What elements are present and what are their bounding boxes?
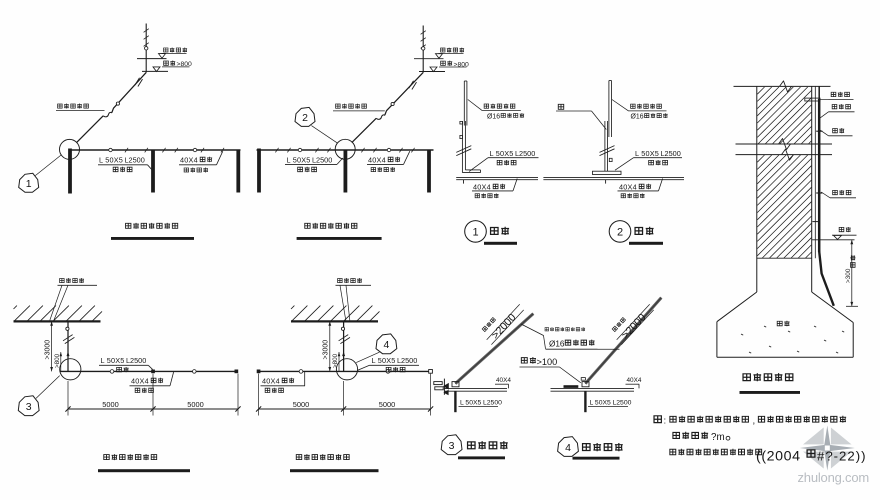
- svg-text:5000: 5000: [293, 400, 309, 409]
- svg-text:L2500: L2500: [613, 400, 632, 407]
- svg-text:L2500: L2500: [312, 156, 332, 165]
- svg-text:L2500: L2500: [126, 356, 146, 365]
- svg-text:L2500: L2500: [125, 156, 145, 165]
- svg-text:3: 3: [26, 401, 32, 413]
- svg-text:zhulong.com: zhulong.com: [798, 470, 870, 485]
- svg-text:L 50X5: L 50X5: [635, 149, 659, 158]
- svg-text:1: 1: [26, 178, 32, 190]
- svg-text:L 50X5: L 50X5: [460, 400, 482, 407]
- svg-text:40X4: 40X4: [131, 376, 149, 385]
- svg-text:L 50X5: L 50X5: [99, 156, 123, 165]
- svg-text:40X4: 40X4: [473, 182, 491, 191]
- svg-text:Ø16: Ø16: [487, 113, 500, 120]
- svg-text:L 50X5: L 50X5: [590, 400, 612, 407]
- svg-text:2: 2: [302, 112, 308, 124]
- svg-text:>800: >800: [177, 61, 193, 68]
- svg-text:((2004: ((2004: [756, 449, 801, 465]
- svg-text:40X4: 40X4: [262, 376, 280, 385]
- svg-text:>800: >800: [454, 61, 470, 68]
- svg-text:40X4: 40X4: [368, 156, 386, 165]
- svg-text:40X4: 40X4: [619, 182, 637, 191]
- svg-text:?m: ?m: [711, 432, 725, 443]
- svg-text:1: 1: [472, 226, 478, 238]
- svg-text:>3000: >3000: [323, 340, 330, 360]
- svg-text:5000: 5000: [379, 400, 395, 409]
- svg-text:L 50X5: L 50X5: [287, 156, 311, 165]
- svg-text:L2500: L2500: [397, 356, 417, 365]
- svg-text:>800: >800: [54, 353, 61, 368]
- svg-text:L 50X5: L 50X5: [490, 149, 514, 158]
- svg-text:>300: >300: [845, 268, 852, 283]
- svg-text::: :: [664, 415, 667, 426]
- svg-text:>3000: >3000: [44, 340, 51, 360]
- svg-text:L 50X5: L 50X5: [372, 356, 396, 365]
- svg-text:>100: >100: [537, 357, 558, 367]
- svg-text:#?-22)): #?-22)): [817, 449, 867, 464]
- svg-text:Ø16: Ø16: [549, 339, 565, 348]
- svg-text:40X4: 40X4: [627, 377, 642, 384]
- svg-text:Ø16: Ø16: [631, 114, 644, 121]
- svg-text:>800: >800: [332, 353, 339, 368]
- svg-text:40X4: 40X4: [180, 156, 198, 165]
- svg-text:2: 2: [617, 226, 623, 238]
- svg-text:3: 3: [449, 440, 455, 452]
- svg-text:5000: 5000: [187, 400, 203, 409]
- svg-text:L2500: L2500: [661, 149, 681, 158]
- svg-text:L2500: L2500: [483, 400, 502, 407]
- svg-text:,: ,: [753, 415, 756, 426]
- svg-text:L2500: L2500: [515, 149, 535, 158]
- svg-text:4: 4: [565, 442, 571, 454]
- svg-text:5000: 5000: [102, 400, 118, 409]
- svg-text:L 50X5: L 50X5: [101, 356, 125, 365]
- svg-text:4: 4: [383, 339, 389, 351]
- svg-text:40X4: 40X4: [496, 377, 511, 384]
